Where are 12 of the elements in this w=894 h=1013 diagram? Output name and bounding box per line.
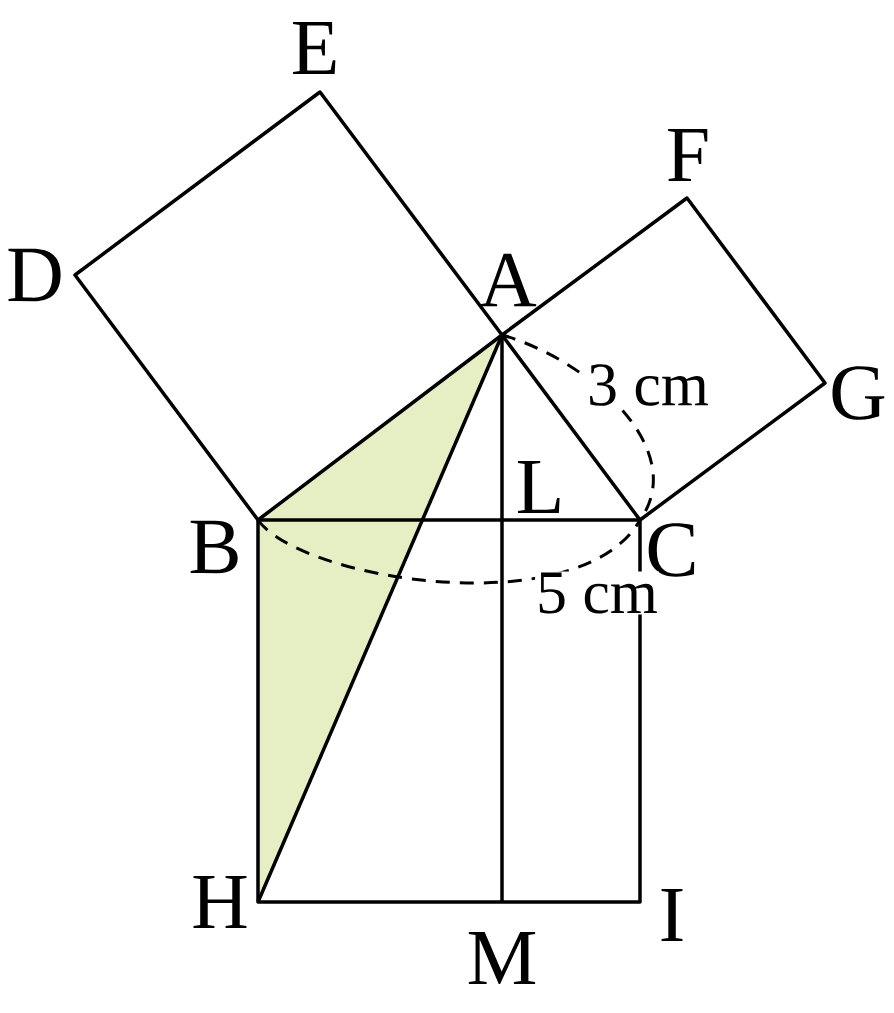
point-label: M (468, 931, 536, 985)
point-label: L (517, 460, 560, 514)
dimension-label: 3 cm (586, 363, 710, 407)
point-label: E (292, 21, 336, 75)
point-label: H (193, 875, 247, 929)
point-label: G (832, 366, 885, 420)
point-label: B (190, 520, 238, 574)
point-label: F (668, 128, 708, 182)
dimension-label: 5 cm (535, 571, 659, 615)
point-label: A (480, 253, 537, 307)
point-label: D (8, 248, 61, 302)
point-label: I (661, 888, 683, 942)
